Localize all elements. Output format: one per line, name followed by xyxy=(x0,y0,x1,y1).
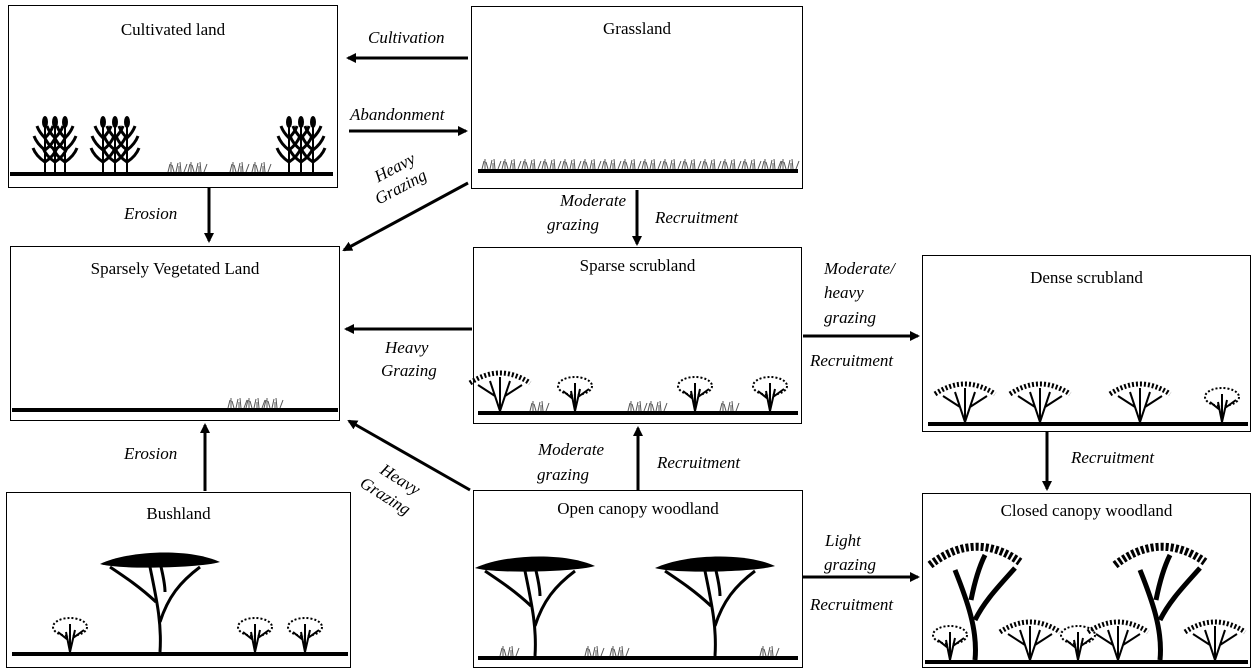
state-title: Cultivated land xyxy=(120,20,226,39)
state-title: Dense scrubland xyxy=(1030,268,1143,287)
acacia-trees-icon xyxy=(473,554,777,658)
label-erosion-top: Erosion xyxy=(124,204,178,223)
label-mod-heavy-1: Moderate/ xyxy=(824,259,895,278)
state-title: Sparsely Vegetated Land xyxy=(90,259,260,278)
label-abandonment: Abandonment xyxy=(350,105,445,124)
label-heavy-grazing-scrub-2: Grazing xyxy=(381,361,437,380)
corn-plants-icon xyxy=(31,114,327,174)
state-title: Sparse scrubland xyxy=(579,256,696,275)
label-recruitment-wood: Recruitment xyxy=(657,453,741,472)
label-moderate-grazing-wood-2: grazing xyxy=(537,465,589,484)
label-light-grazing-1: Light xyxy=(825,531,861,550)
label-recruitment-dense: Recruitment xyxy=(1071,448,1155,467)
dense-scrub-icon xyxy=(935,384,1240,422)
label-light-grazing-2: grazing xyxy=(824,555,876,574)
dense-trees-icon xyxy=(930,547,1245,660)
state-grassland: Grassland xyxy=(471,6,803,189)
bushland-trees-icon xyxy=(52,550,323,654)
label-erosion-bottom: Erosion xyxy=(124,444,178,463)
label-cultivation: Cultivation xyxy=(368,28,445,47)
scrub-icon xyxy=(470,373,788,411)
state-sparsely-vegetated-land: Sparsely Vegetated Land xyxy=(10,246,340,421)
state-bushland: Bushland xyxy=(6,492,351,668)
label-moderate-grazing-wood-1: Moderate xyxy=(538,440,605,459)
state-sparse-scrubland: Sparse scrubland xyxy=(473,247,802,424)
state-cultivated-land: Cultivated land xyxy=(8,5,338,188)
label-recruitment-closed: Recruitment xyxy=(810,595,894,614)
label-moderate-grazing-grass-2: grazing xyxy=(547,215,599,234)
state-title: Closed canopy woodland xyxy=(1000,501,1173,520)
label-mod-heavy-3: grazing xyxy=(824,308,876,327)
label-heavy-grazing-scrub-1: Heavy xyxy=(385,338,429,357)
grass-icon xyxy=(481,158,800,170)
label-mod-heavy-2: heavy xyxy=(824,283,864,302)
label-recruitment-scrub: Recruitment xyxy=(810,351,894,370)
label-recruitment-grass: Recruitment xyxy=(655,208,739,227)
state-title: Open canopy woodland xyxy=(557,499,719,518)
state-title: Grassland xyxy=(603,19,671,38)
label-moderate-grazing-grass-1: Moderate xyxy=(560,191,627,210)
state-title: Bushland xyxy=(146,504,211,523)
